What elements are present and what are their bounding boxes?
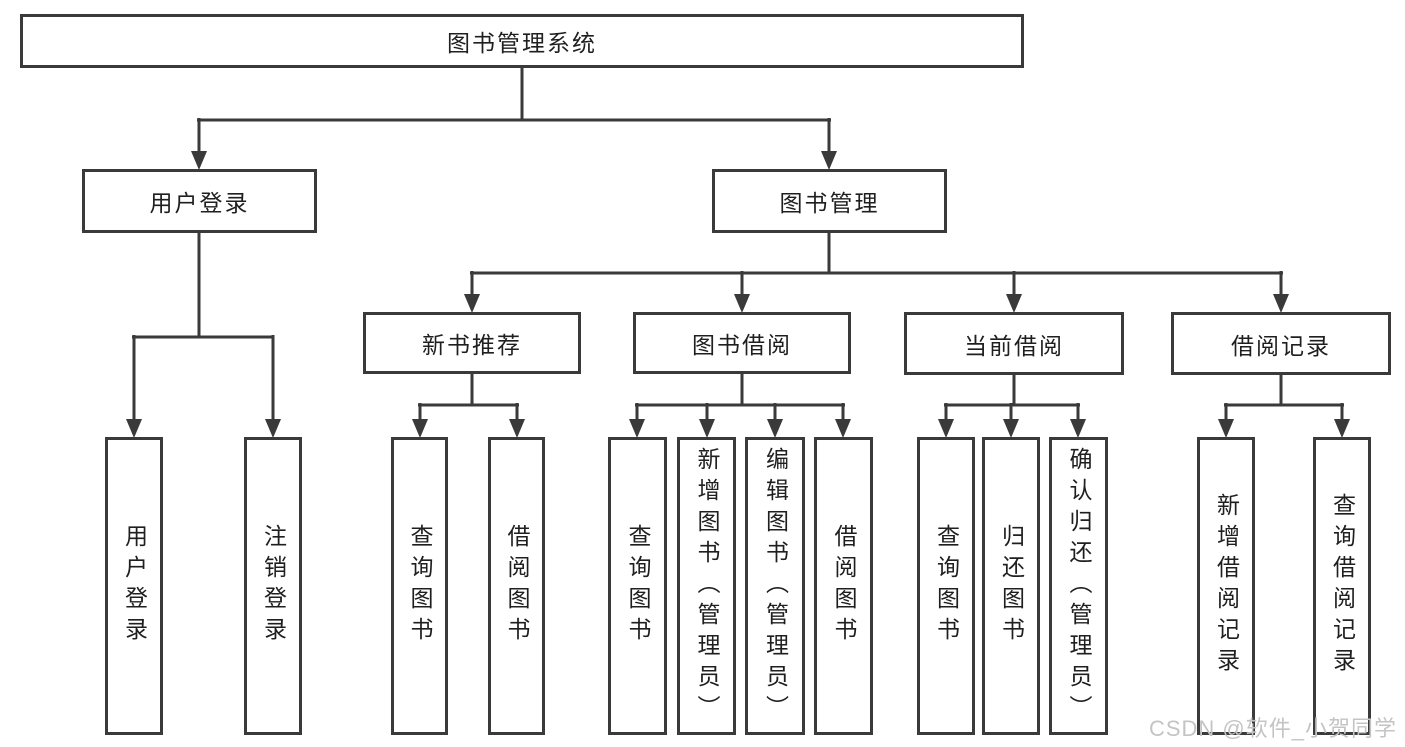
leaf-borrow-books-recommend: 借阅图书: [488, 437, 545, 735]
leaf-query-books-recommend: 查询图书: [391, 437, 448, 735]
csdn-watermark: CSDN @软件_小贺同学: [1148, 716, 1397, 741]
connector-lines: [132, 68, 1344, 421]
leaf-return-book-label: 归还图书: [998, 524, 1025, 648]
node-borrow-records-label: 借阅记录: [1231, 332, 1331, 359]
leaf-query-books-current-label: 查询图书: [933, 524, 960, 648]
node-user-login: 用户登录: [82, 169, 317, 233]
leaf-query-books-recommend-label: 查询图书: [407, 524, 433, 648]
leaf-logout-label: 注销登录: [260, 524, 287, 648]
leaf-add-book-admin: 新增图书（管理员）: [677, 437, 736, 735]
leaf-edit-book-admin-label: 编辑图书（管理员）: [762, 446, 789, 726]
leaf-borrow-books: 借阅图书: [814, 437, 873, 735]
leaf-add-borrow-record-label: 新增借阅记录: [1213, 493, 1240, 679]
leaf-confirm-return-admin-label: 确认归还（管理员）: [1066, 446, 1092, 726]
leaf-add-borrow-record: 新增借阅记录: [1197, 437, 1255, 735]
node-book-management-label: 图书管理: [779, 190, 880, 216]
leaf-query-books-current: 查询图书: [917, 437, 975, 735]
node-book-management: 图书管理: [712, 169, 947, 233]
leaf-edit-book-admin: 编辑图书（管理员）: [745, 437, 805, 735]
node-current-borrow-label: 当前借阅: [964, 332, 1064, 359]
node-new-book-recommend-label: 新书推荐: [422, 332, 522, 358]
node-borrow-records: 借阅记录: [1171, 312, 1391, 375]
leaf-query-books-borrow-label: 查询图书: [625, 524, 651, 648]
node-book-borrow-label: 图书借阅: [692, 332, 792, 358]
leaf-query-borrow-record-label: 查询借阅记录: [1329, 493, 1356, 679]
node-user-login-label: 用户登录: [149, 190, 250, 216]
leaf-user-login: 用户登录: [105, 437, 163, 735]
leaf-logout: 注销登录: [244, 437, 302, 735]
node-new-book-recommend: 新书推荐: [363, 312, 581, 374]
leaf-query-borrow-record: 查询借阅记录: [1313, 437, 1371, 735]
leaf-query-books-borrow: 查询图书: [608, 437, 667, 735]
leaf-add-book-admin-label: 新增图书（管理员）: [694, 446, 720, 726]
node-library-system: 图书管理系统: [20, 14, 1024, 68]
arrowhead-icons: [126, 151, 1350, 438]
leaf-borrow-books-label: 借阅图书: [831, 524, 857, 648]
node-book-borrow: 图书借阅: [633, 312, 851, 374]
node-current-borrow: 当前借阅: [904, 312, 1124, 375]
node-library-system-label: 图书管理系统: [447, 30, 597, 56]
leaf-user-login-label: 用户登录: [121, 524, 148, 648]
leaf-confirm-return-admin: 确认归还（管理员）: [1049, 437, 1108, 735]
leaf-borrow-books-recommend-label: 借阅图书: [504, 524, 530, 648]
leaf-return-book: 归还图书: [982, 437, 1040, 735]
